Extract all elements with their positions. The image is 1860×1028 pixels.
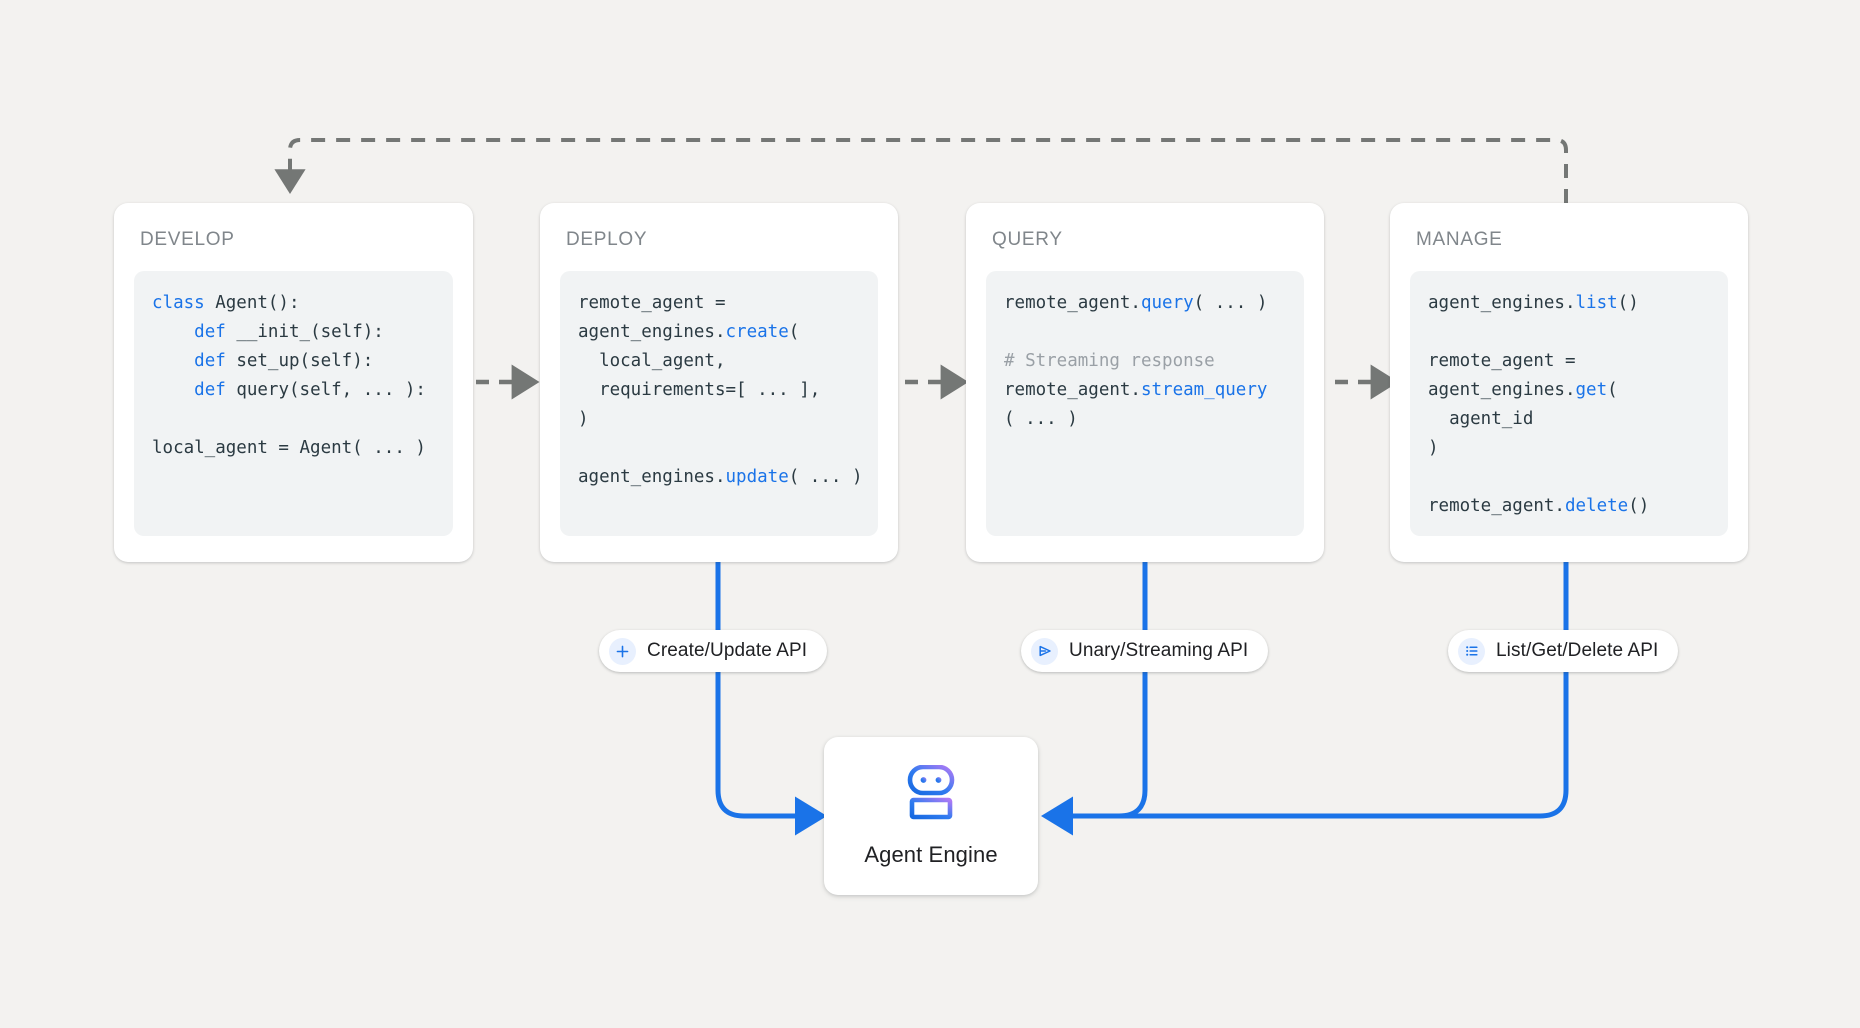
code-text-develop: class Agent(): def __init_(self): def se… [152,293,426,458]
api-pill-label-create-update: Create/Update API [647,640,808,661]
api-pill-list-get-delete[interactable]: List/Get/Delete API [1448,630,1679,672]
code-block-develop: class Agent(): def __init_(self): def se… [134,271,453,536]
wire-deploy-to-engine [715,562,827,836]
stage-panel-manage[interactable]: MANAGE agent_engines.list() remote_agent… [1390,203,1748,562]
code-text-query: remote_agent.query( ... ) # Streaming re… [1004,293,1268,429]
agent-engine-label: Agent Engine [864,841,998,867]
stage-panel-deploy[interactable]: DEPLOY remote_agent = agent_engines.crea… [540,203,898,562]
api-pill-label-list-get-delete: List/Get/Delete API [1496,640,1659,661]
list-icon [1458,637,1485,665]
code-block-manage: agent_engines.list() remote_agent = agen… [1410,271,1728,536]
stage-panel-develop[interactable]: DEVELOP class Agent(): def __init_(self)… [114,203,473,562]
stage-title-manage: MANAGE [1416,229,1503,250]
wire-query-to-engine [1041,562,1148,836]
code-text-deploy: remote_agent = agent_engines.create( loc… [578,293,863,487]
wire-manage-to-engine [1060,562,1569,819]
api-pill-label-unary-streaming: Unary/Streaming API [1069,640,1249,661]
send-triangle-icon [1031,637,1058,665]
stage-panel-query[interactable]: QUERY remote_agent.query( ... ) # Stream… [966,203,1324,562]
code-text-manage: agent_engines.list() remote_agent = agen… [1428,293,1650,516]
plus-icon [609,637,636,665]
code-block-query: remote_agent.query( ... ) # Streaming re… [986,271,1304,536]
stage-title-develop: DEVELOP [140,229,235,250]
api-pill-create-update[interactable]: Create/Update API [599,630,828,672]
robot-icon [898,764,964,826]
feedback-loop-arrow [274,138,1568,203]
api-pill-unary-streaming[interactable]: Unary/Streaming API [1021,630,1269,672]
stage-title-query: QUERY [992,229,1063,250]
agent-engine-card[interactable]: Agent Engine [824,737,1038,895]
code-block-deploy: remote_agent = agent_engines.create( loc… [560,271,878,536]
stage-title-deploy: DEPLOY [566,229,648,250]
